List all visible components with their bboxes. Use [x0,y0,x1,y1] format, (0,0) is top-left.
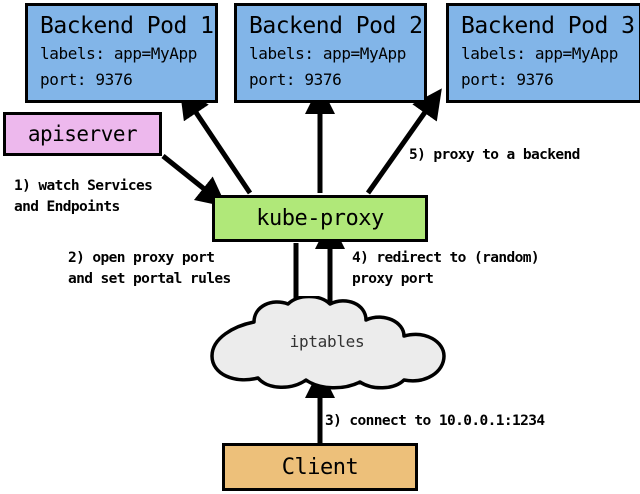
client-node[interactable]: Client [222,443,418,491]
pod-2-title: Backend Pod 2 [249,13,423,39]
pod-3-labels: labels: app=MyApp [461,44,618,63]
iptables-label: iptables [289,332,365,351]
kubeproxy-label: kube-proxy [256,206,384,231]
client-label: Client [281,454,359,480]
step-3-label: 3) connect to 10.0.0.1:1234 [325,413,545,429]
step-2-label: 2) open proxy port and set portal rules [68,250,231,287]
step-5-label: 5) proxy to a backend [409,147,580,163]
step-1-label: 1) watch Services and Endpoints [14,178,153,215]
pod-1-title: Backend Pod 1 [40,13,214,39]
apiserver-label: apiserver [27,122,138,146]
iptables-cloud: iptables [188,294,466,392]
backend-pod-3[interactable]: Backend Pod 3 labels: app=MyApp port: 93… [446,3,640,103]
backend-pod-2[interactable]: Backend Pod 2 labels: app=MyApp port: 93… [234,3,427,103]
arrow-apiserver-to-kubeproxy [161,154,227,207]
apiserver-node[interactable]: apiserver [3,112,162,156]
step-4-label: 4) redirect to (random) proxy port [352,250,540,287]
pod-2-labels: labels: app=MyApp [249,44,406,63]
pod-1-port: port: 9376 [40,70,133,89]
backend-pod-1[interactable]: Backend Pod 1 labels: app=MyApp port: 93… [25,3,218,103]
pod-1-labels: labels: app=MyApp [40,44,197,63]
cloud-shape [210,294,446,390]
pod-3-title: Backend Pod 3 [461,13,635,39]
pod-2-port: port: 9376 [249,70,342,89]
arrow-kubeproxy-to-pod1 [179,88,253,195]
pod-3-port: port: 9376 [461,70,554,89]
kubeproxy-node[interactable]: kube-proxy [212,195,428,242]
